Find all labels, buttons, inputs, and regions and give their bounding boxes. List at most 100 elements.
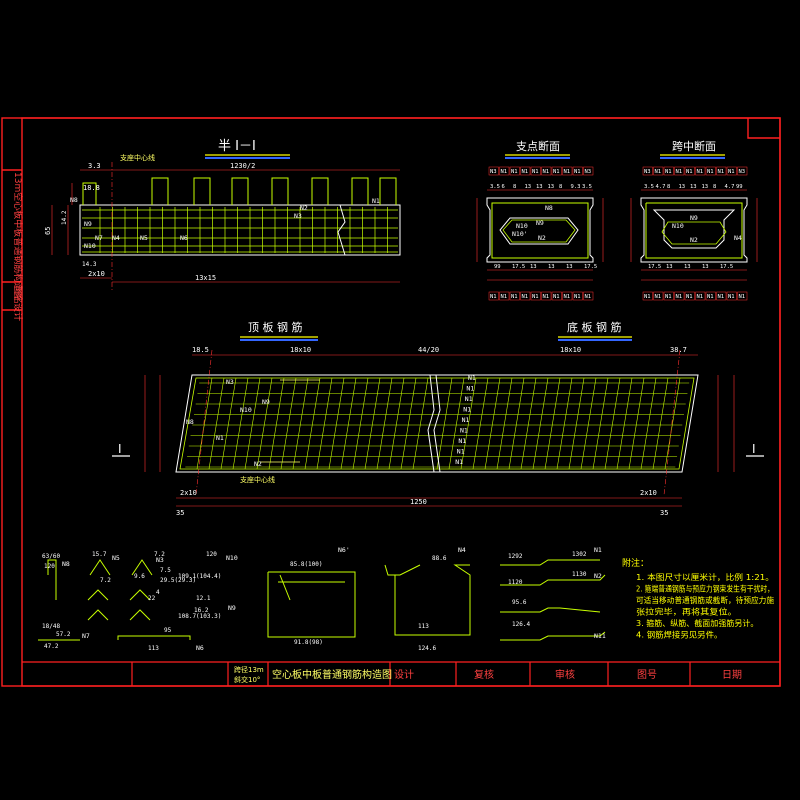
half-bar-label: N1 — [372, 197, 380, 205]
bar-shape-dim-n3: 4 — [156, 589, 160, 596]
half-bar-label: N4 — [112, 234, 120, 242]
half-section-title: 半 I－I — [218, 139, 256, 154]
bar-shape-dim-n2: 1130 — [572, 571, 587, 578]
bar-shape-dim-n1: 1302 — [572, 551, 587, 558]
bar-shape-label-n4: N4 — [458, 546, 466, 554]
midspan_section-bottom-bar-label-box — [684, 291, 695, 301]
plan-bar-label-right: N1 — [462, 416, 470, 424]
bar-shape-dim-n6: 113 — [148, 645, 159, 652]
support_section-dim: 17.5 — [512, 264, 525, 270]
bar-shape-dim-n10: 109.1(104.4) — [178, 573, 221, 580]
bar-shape-dim-n10: 120 — [206, 551, 217, 558]
half-dim-bot: 14.3 — [82, 261, 97, 268]
notes-heading: 附注： — [622, 557, 649, 569]
support_section-bottom-bar-label: N1 — [585, 294, 592, 300]
plan-transverse-bar — [664, 377, 681, 470]
support_section-bottom-bar-label-box — [509, 291, 520, 301]
support_section-dim: 3.5 — [582, 184, 592, 190]
approve-label: 审核 — [555, 668, 575, 681]
support_section-dim: 3.5 — [490, 184, 500, 190]
midspan_section-dim: 4.7 — [656, 184, 666, 190]
drawing-no-label: 图号 — [637, 669, 657, 681]
bar-shape-label-n8: N8 — [62, 560, 70, 568]
support_section-dim: 6 — [502, 184, 505, 190]
plan-dim-bottom: 35 — [176, 509, 184, 517]
support_section-bottom-bar-label-box — [541, 291, 552, 301]
support_section-dim: 17.5 — [584, 264, 597, 270]
spec-line-2: 斜交10° — [234, 675, 260, 684]
support_section-bottom-bar-label: N1 — [553, 294, 560, 300]
plan-bar-label-left: N10 — [240, 406, 252, 414]
half-dim-left: 3.3 — [88, 162, 101, 170]
support_section-dim: 9.3 — [571, 184, 581, 190]
plan-bar-label-left: N2 — [254, 460, 262, 468]
bar-shape-dim-n7: 47.2 — [44, 643, 59, 650]
plan-bar-label-left: N9 — [262, 398, 270, 406]
midspan_section-dim: 13 — [702, 264, 709, 270]
midspan_section-dim: 3.5 — [644, 184, 654, 190]
design-label: 设计 — [394, 668, 414, 681]
plan-bar-label-right: N1 — [468, 374, 476, 382]
midspan_section-dim: 8 — [667, 184, 670, 190]
midspan_section-bottom-bar-label: N1 — [728, 294, 735, 300]
support_section-top-bar-label-box — [488, 166, 499, 176]
midspan_section-bottom-bar-label-box — [695, 291, 706, 301]
bar-shape-label-n9: N9 — [228, 604, 236, 612]
plan-transverse-bar — [280, 377, 297, 470]
plan-transverse-bar — [460, 377, 477, 470]
plan-transverse-bar — [604, 377, 621, 470]
midspan_section-top-bar-label-box — [726, 166, 737, 176]
support_section-dim: 13 — [566, 264, 573, 270]
plan-transverse-bar — [256, 377, 273, 470]
bar-shape-label-n11: N11 — [594, 632, 606, 640]
drawing-title: 空心板中板普通钢筋构造图 — [272, 668, 392, 681]
midspan_section-bottom-bar-label: N1 — [665, 294, 672, 300]
midspan_section-top-bar-label-box — [642, 166, 653, 176]
half-bar-label: N10 — [84, 242, 96, 250]
bar-shape-dim-n6: 95 — [164, 627, 172, 634]
plan-transverse-bar — [496, 377, 513, 470]
plan-transverse-bar — [448, 377, 465, 470]
plan-transverse-bar — [544, 377, 561, 470]
note-item: 4. 钢筋焊接另见另件。 — [636, 630, 722, 640]
support_section-bottom-bar-label: N1 — [501, 294, 508, 300]
bar-shape-label-n7: N7 — [82, 632, 90, 640]
half-dim-bottom-a: 2x10 — [88, 270, 105, 278]
midspan_section-inner-label: N4 — [734, 234, 742, 242]
midspan_section-bottom-bar-label: N1 — [718, 294, 725, 300]
bar-shape-label-n10: N10 — [226, 554, 238, 562]
midspan_section-inner-label: N2 — [690, 236, 698, 244]
bar-shape-dim-n6b: 91.8(98) — [294, 639, 323, 646]
support_section-top-bar-label: N3 — [490, 169, 497, 175]
half-bar-label: N8 — [70, 196, 78, 204]
half-bar-label: N2 — [300, 204, 308, 212]
plan-dim-bottom: 35 — [660, 509, 668, 517]
support_section-dim: 8 — [559, 184, 562, 190]
note-item: 1. 本图尺寸以厘米计，比例 1:21。 — [636, 572, 774, 582]
midspan_section-dim: 8 — [713, 184, 716, 190]
bar-shape-dim-n3: 22 — [148, 595, 156, 602]
plan-transverse-bar — [472, 377, 489, 470]
plan-transverse-bar — [292, 377, 309, 470]
bar-shape-dim-n5: 15.7 — [92, 551, 107, 558]
plan-transverse-bar — [436, 377, 453, 470]
midspan_section-bottom-bar-label-box — [653, 291, 664, 301]
bar-shape-label-n1: N1 — [594, 546, 602, 554]
review-label: 复核 — [474, 668, 494, 681]
support_section-inner-label: N10' — [512, 230, 528, 238]
midspan_section-top-bar-label: N1 — [655, 169, 662, 175]
support_section-top-bar-label-box — [520, 166, 531, 176]
midspan_section-bottom-bar-label: N1 — [655, 294, 662, 300]
plan-transverse-bar — [268, 377, 285, 470]
midspan_section-bottom-bar-label: N1 — [644, 294, 651, 300]
half-bar-label: N6 — [180, 234, 188, 242]
support_section-top-bar-label: N1 — [543, 169, 550, 175]
plan-transverse-bar — [220, 377, 237, 470]
section-marker-right: I — [752, 442, 756, 456]
plan-transverse-bar — [412, 377, 429, 470]
half-section-view: 半 I－I 支座中心线 — [44, 139, 401, 290]
midspan_section-dim: 13 — [702, 184, 709, 190]
midspan_section-dim: 99 — [736, 184, 743, 190]
support_section-dim: 13 — [525, 184, 532, 190]
